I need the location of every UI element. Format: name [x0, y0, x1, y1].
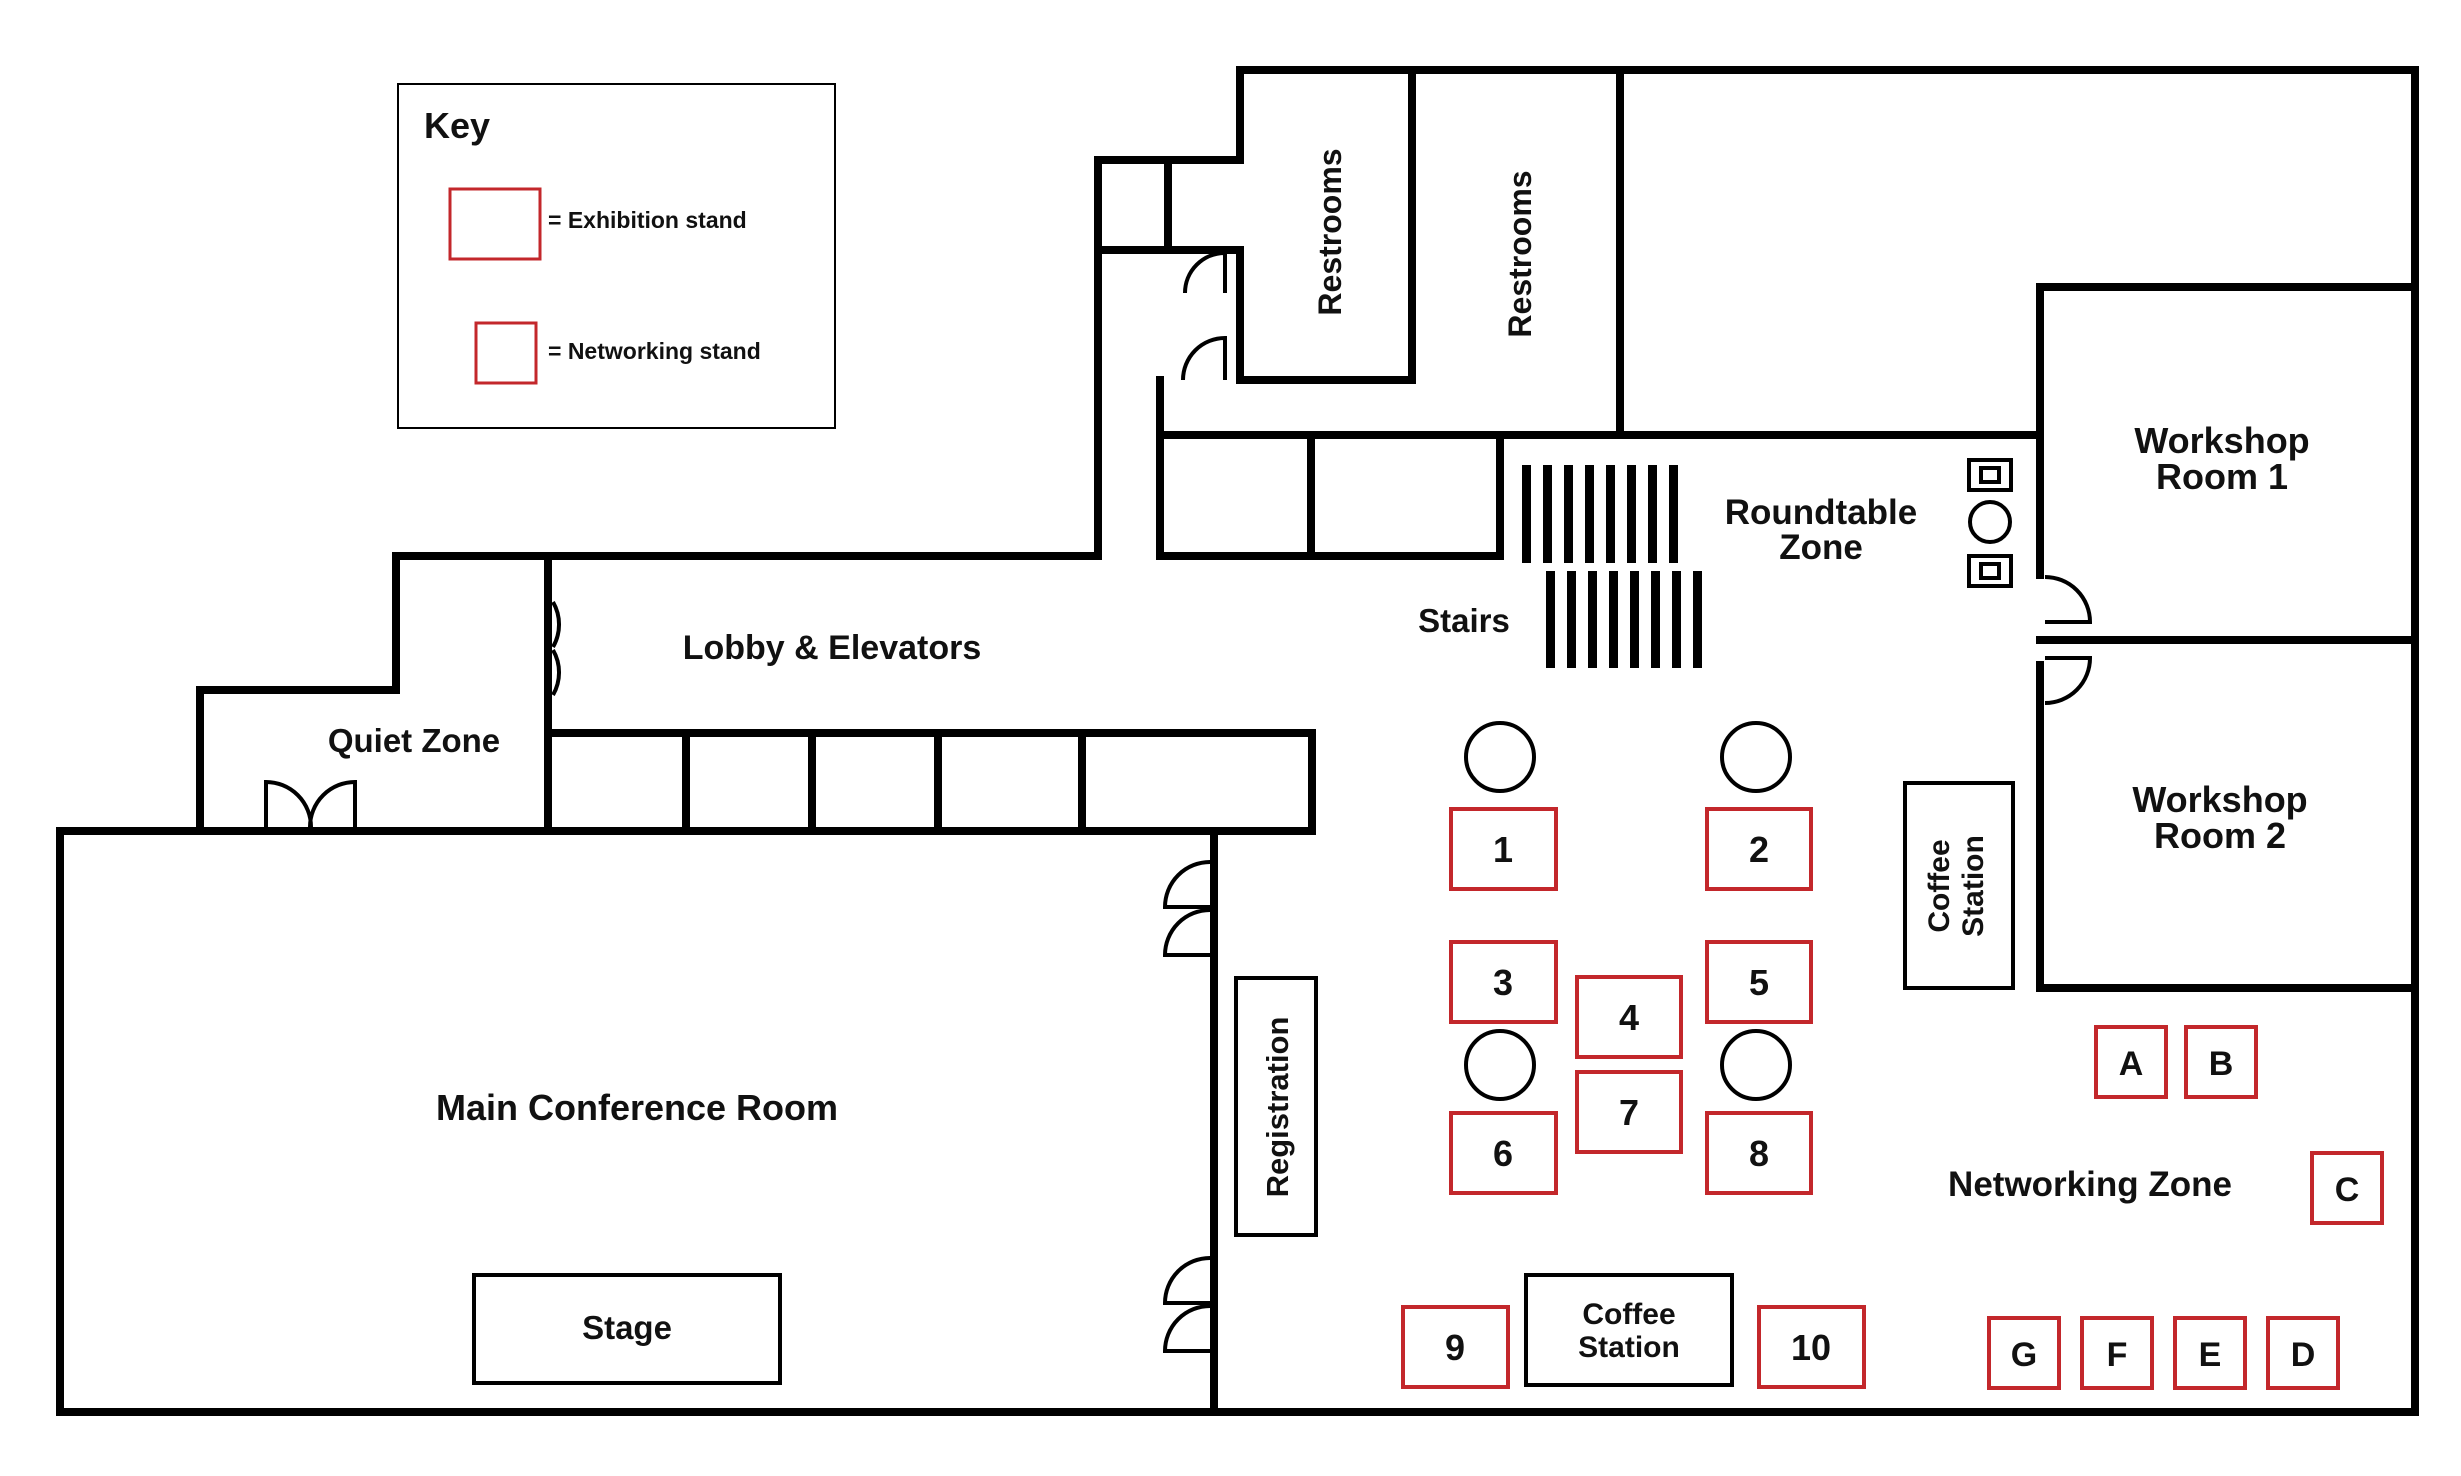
exhibition-stand-6[interactable]: 6	[1449, 1111, 1558, 1195]
svg-text:E: E	[2199, 1336, 2222, 1374]
restrooms-label-2: Restrooms	[1502, 170, 1538, 337]
main-conference-room-label: Main Conference Room	[436, 1087, 838, 1128]
svg-text:9: 9	[1445, 1327, 1465, 1368]
svg-text:Registration: Registration	[1260, 1017, 1295, 1198]
roundtable-zone-label-line2: Zone	[1779, 528, 1863, 567]
svg-text:4: 4	[1619, 997, 1639, 1038]
workshop-room-2-label: Workshop	[2132, 779, 2307, 820]
svg-text:6: 6	[1493, 1133, 1513, 1174]
networking-stand-E[interactable]: E	[2173, 1316, 2247, 1390]
coffee-station-bottom: Coffee Station	[1524, 1273, 1734, 1387]
svg-text:2: 2	[1749, 829, 1769, 870]
lobby-label: Lobby & Elevators	[683, 629, 982, 667]
svg-text:F: F	[2107, 1336, 2128, 1374]
svg-text:8: 8	[1749, 1133, 1769, 1174]
svg-text:Coffee: Coffee	[1923, 839, 1956, 932]
exhibition-stands: 1 2 3 4 5 6 7 8	[1401, 807, 1866, 1389]
networking-stand-G[interactable]: G	[1987, 1316, 2061, 1390]
round-tables	[1464, 721, 1792, 1101]
restrooms-label-1: Restrooms	[1312, 148, 1348, 315]
exhibition-stand-2[interactable]: 2	[1705, 807, 1813, 891]
svg-text:Station: Station	[1957, 835, 1990, 937]
roundtable-zone-label: Roundtable	[1725, 493, 1917, 532]
svg-text:Stage: Stage	[582, 1309, 672, 1346]
workshop-room-1-label-line2: Room 1	[2156, 456, 2288, 497]
svg-text:Station: Station	[1578, 1331, 1680, 1364]
svg-text:1: 1	[1493, 829, 1513, 870]
svg-text:7: 7	[1619, 1092, 1639, 1133]
stage: Stage	[472, 1273, 782, 1385]
coffee-station-vertical: Coffee Station	[1903, 781, 2015, 990]
exhibition-stand-7[interactable]: 7	[1575, 1070, 1683, 1154]
registration-desk: Registration	[1234, 976, 1318, 1237]
exhibition-stand-5[interactable]: 5	[1705, 940, 1813, 1024]
exhibition-stand-4[interactable]: 4	[1575, 975, 1683, 1059]
networking-stands: A B C D E F G	[1987, 1025, 2384, 1390]
key-networking-swatch	[474, 321, 538, 385]
key-networking-label: = Networking stand	[548, 338, 761, 364]
networking-stand-D[interactable]: D	[2266, 1316, 2340, 1390]
workshop-room-1-label: Workshop	[2134, 420, 2309, 461]
walls	[56, 66, 2419, 1416]
key-exhibition-label: = Exhibition stand	[548, 207, 747, 233]
workshop-room-2-label-line2: Room 2	[2154, 815, 2286, 856]
networking-stand-B[interactable]: B	[2184, 1025, 2258, 1099]
key-exhibition-swatch	[448, 187, 542, 261]
networking-zone-label: Networking Zone	[1948, 1165, 2232, 1204]
roundtable-furniture	[1967, 458, 2013, 588]
doors	[264, 250, 2093, 1353]
stairs-label: Stairs	[1418, 602, 1510, 639]
map-key: Key = Exhibition stand = Networking stan…	[397, 83, 836, 429]
room-labels: Restrooms Restrooms Workshop Room 1 Work…	[328, 148, 2310, 1204]
svg-text:A: A	[2119, 1045, 2144, 1083]
networking-stand-F[interactable]: F	[2080, 1316, 2154, 1390]
svg-text:C: C	[2335, 1171, 2360, 1209]
svg-text:G: G	[2011, 1336, 2037, 1374]
key-title: Key	[424, 105, 490, 146]
svg-text:Coffee: Coffee	[1582, 1298, 1675, 1331]
exhibition-stand-9[interactable]: 9	[1401, 1305, 1510, 1389]
exhibition-stand-1[interactable]: 1	[1449, 807, 1558, 891]
svg-text:B: B	[2209, 1045, 2234, 1083]
exhibition-stand-8[interactable]: 8	[1705, 1111, 1813, 1195]
svg-text:5: 5	[1749, 962, 1769, 1003]
svg-text:3: 3	[1493, 962, 1513, 1003]
networking-stand-C[interactable]: C	[2310, 1151, 2384, 1225]
stairs-treads	[1522, 465, 1702, 668]
svg-text:10: 10	[1791, 1327, 1831, 1368]
networking-stand-A[interactable]: A	[2094, 1025, 2168, 1099]
exhibition-stand-3[interactable]: 3	[1449, 940, 1558, 1024]
svg-text:D: D	[2291, 1336, 2316, 1374]
quiet-zone-label: Quiet Zone	[328, 722, 500, 759]
exhibition-stand-10[interactable]: 10	[1757, 1305, 1866, 1389]
